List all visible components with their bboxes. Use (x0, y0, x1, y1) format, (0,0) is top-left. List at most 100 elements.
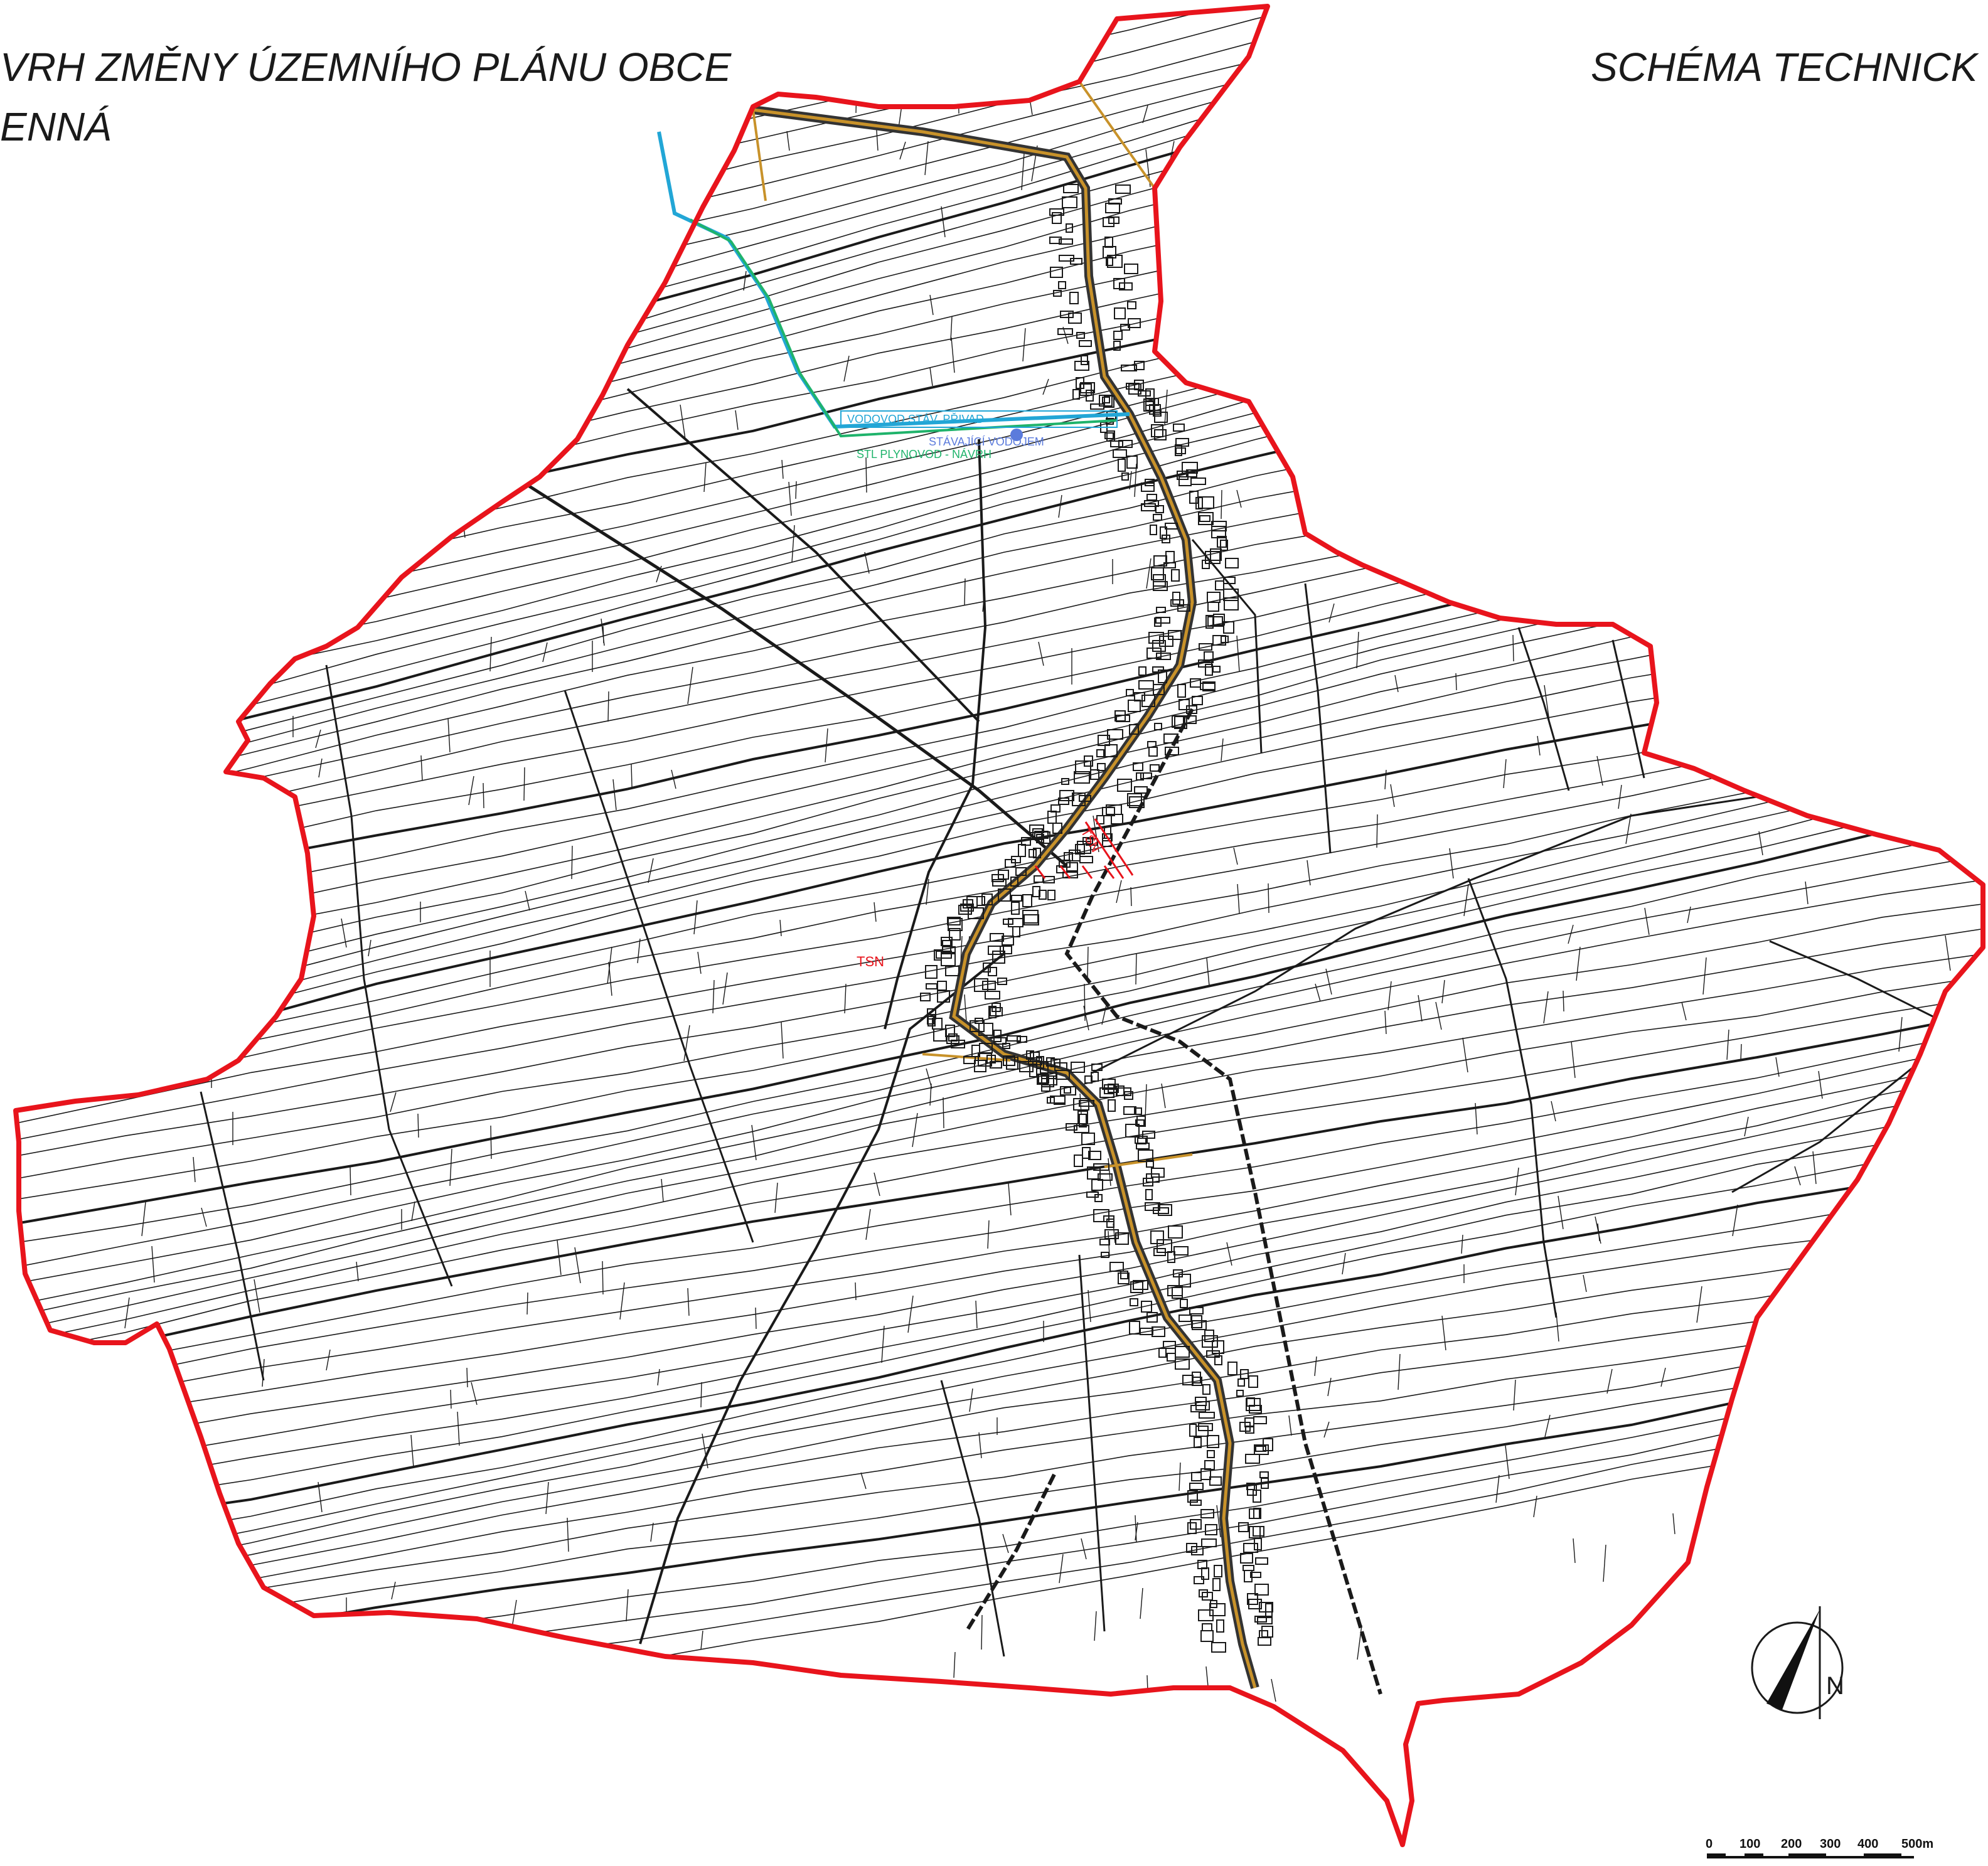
house (1108, 216, 1120, 224)
house (1050, 267, 1063, 278)
house (970, 1020, 985, 1032)
parcel-division (700, 1630, 703, 1650)
parcel-division (1264, 116, 1267, 154)
house (1002, 1043, 1010, 1049)
house (1032, 886, 1040, 897)
parcel-division (1736, 365, 1741, 385)
house (1134, 1107, 1142, 1115)
house (993, 1037, 1007, 1045)
parcel-division (636, 215, 641, 247)
parcel-division (671, 769, 676, 789)
house (1150, 764, 1160, 772)
parcel-strip (16, 1281, 1983, 1618)
parcel-division (1418, 994, 1423, 1022)
house (1029, 824, 1044, 833)
house (1210, 1600, 1217, 1608)
house (937, 981, 947, 991)
parcel-strip (16, 1338, 1983, 1655)
parcel-division (1140, 1587, 1143, 1619)
parcel-division (1696, 285, 1698, 312)
house (1189, 1424, 1197, 1437)
house (1041, 1075, 1054, 1087)
house (1098, 1173, 1113, 1181)
parcel-strip (16, 1352, 1983, 1671)
parcel-strip (16, 826, 1983, 1246)
parcel-division (1323, 1421, 1330, 1438)
house (1174, 716, 1187, 729)
parcel-division (899, 141, 906, 160)
parcel-division (874, 1172, 880, 1197)
parcel-division (1544, 685, 1550, 722)
house (1199, 1589, 1208, 1597)
parcel-division (619, 1282, 625, 1320)
parcel-division (860, 1472, 867, 1490)
parcel-division (1441, 1315, 1446, 1351)
house (1175, 447, 1186, 454)
house (1195, 497, 1203, 509)
house (1248, 1599, 1262, 1609)
field-road (1078, 1254, 1106, 1632)
house (1059, 790, 1074, 801)
parcel-division (391, 1581, 396, 1600)
parcel-strip (16, 6, 1983, 238)
house (1127, 301, 1136, 309)
parcel-division (1533, 1495, 1537, 1518)
house (1098, 735, 1110, 746)
house (1198, 512, 1214, 525)
parcel-strip (16, 1304, 1983, 1629)
house (1198, 1609, 1214, 1621)
parcel-division (657, 1368, 660, 1386)
parcel-division (1475, 299, 1478, 332)
parcel-division (315, 729, 321, 749)
parcel-division (1878, 1288, 1879, 1310)
house (1079, 856, 1093, 863)
house (981, 893, 993, 905)
house (1175, 1346, 1190, 1358)
parcel-division (350, 1166, 351, 1196)
house (1254, 1444, 1269, 1455)
parcel-strip (16, 1260, 1983, 1604)
parcel-division (557, 1240, 562, 1276)
house (1141, 482, 1155, 492)
parcel-division (168, 193, 173, 227)
parcel-division (1777, 670, 1781, 691)
parcel-strip (16, 1185, 1983, 1563)
house (1154, 429, 1167, 440)
house (1018, 844, 1026, 857)
house (1199, 1412, 1215, 1419)
house (1240, 1553, 1253, 1564)
parcel-division (138, 370, 145, 399)
house (1107, 729, 1123, 740)
house (1211, 526, 1226, 538)
house (1168, 1225, 1183, 1239)
parcel-division (1279, 174, 1285, 202)
house (1121, 472, 1129, 481)
parcel-division (168, 733, 170, 753)
house (1199, 643, 1212, 651)
parcel-division (1625, 813, 1632, 845)
parcel-division (1780, 312, 1784, 333)
parcel-division (978, 1432, 982, 1459)
house (1011, 895, 1022, 902)
parcel-strip (16, 1055, 1983, 1415)
parcel-division (1558, 1195, 1564, 1230)
house (1198, 1423, 1213, 1431)
parcel-division (1760, 444, 1764, 469)
house (1163, 562, 1176, 568)
house (1155, 505, 1164, 513)
house (1148, 632, 1164, 644)
parcel-division (1573, 1538, 1576, 1564)
house (1265, 1603, 1273, 1617)
field-road (1304, 583, 1332, 854)
scale-tick-label: 300 (1820, 1837, 1841, 1851)
house (1163, 733, 1178, 744)
parcel-division (326, 159, 333, 176)
house (1074, 771, 1090, 784)
house (1255, 1557, 1268, 1565)
parcel-division (1800, 1698, 1803, 1720)
house (1210, 548, 1222, 561)
parcel-strip (16, 124, 1983, 604)
parcel-division (203, 594, 210, 613)
house (1212, 666, 1221, 673)
parcel-division (1022, 328, 1026, 362)
